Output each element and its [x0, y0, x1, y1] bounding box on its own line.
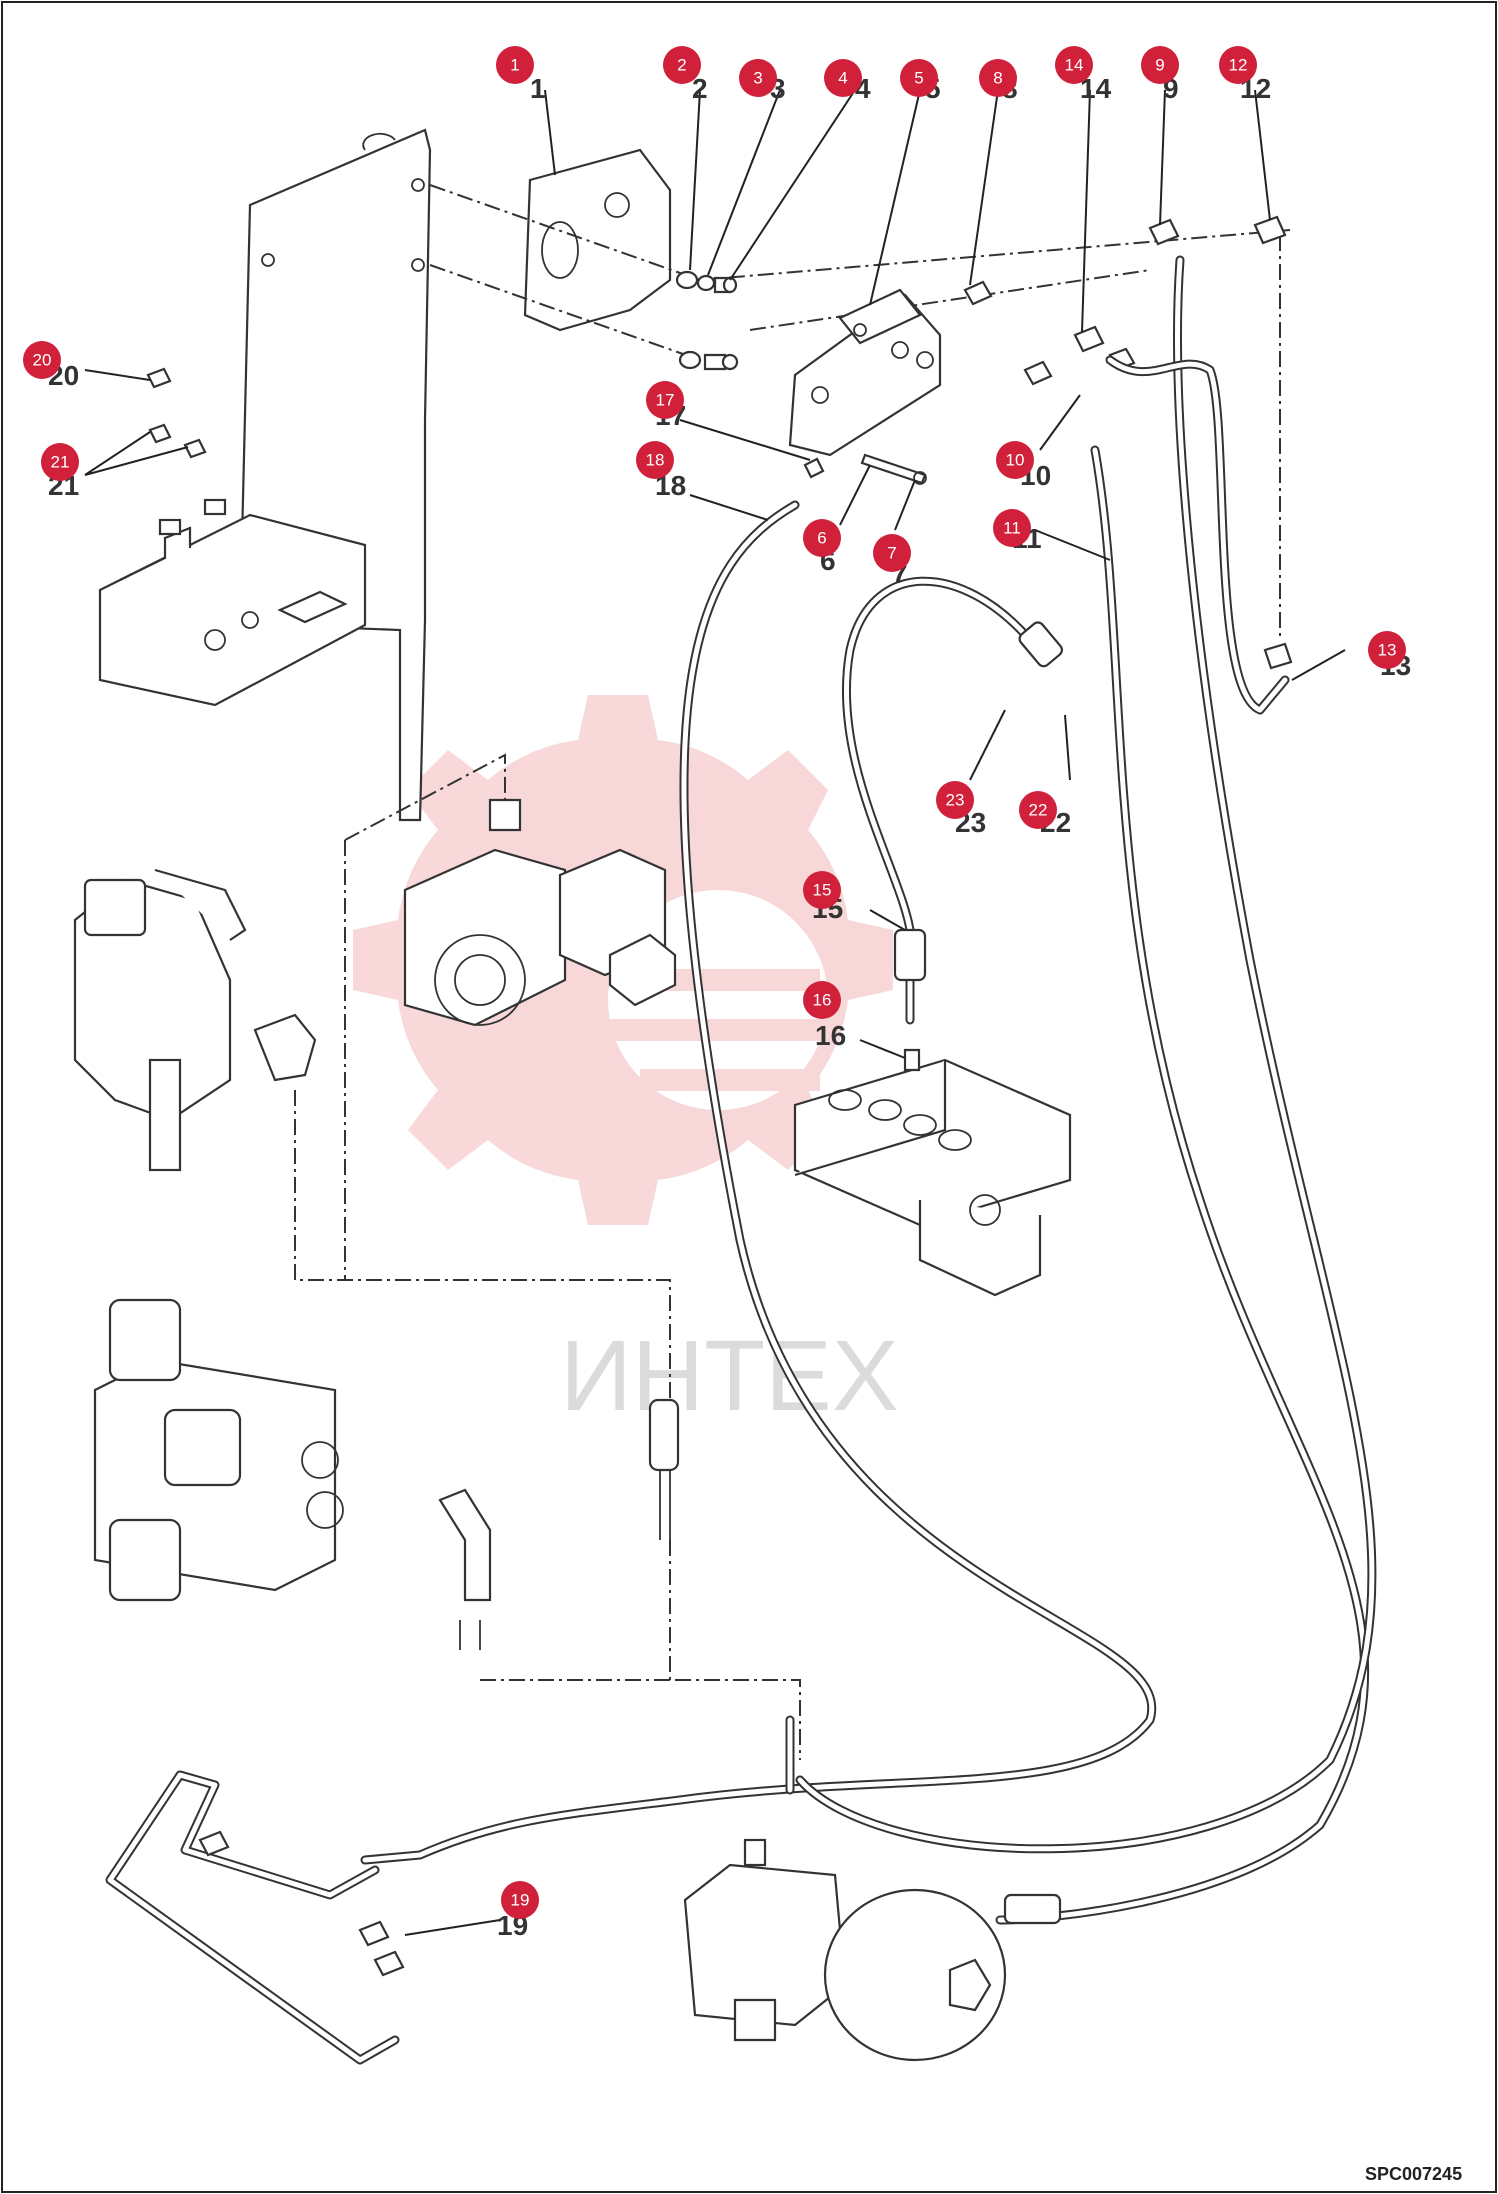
- callout-badge-circle[interactable]: [996, 441, 1034, 479]
- callout-badge-circle[interactable]: [979, 59, 1017, 97]
- callout-badge[interactable]: 15: [803, 871, 841, 909]
- callout-badge-circle[interactable]: [496, 46, 534, 84]
- callout-badge-circle[interactable]: [900, 59, 938, 97]
- accumulator: [683, 1838, 1007, 2062]
- callout-badge-number[interactable]: 13: [1378, 641, 1397, 660]
- callout-badge-circle[interactable]: [1019, 791, 1057, 829]
- inline-filter: [648, 1398, 680, 1540]
- callout-badge[interactable]: 1: [496, 46, 534, 84]
- callout-badge-circle[interactable]: [1219, 46, 1257, 84]
- callout-badge[interactable]: 11: [993, 509, 1031, 547]
- callout-badge[interactable]: 21: [41, 443, 79, 481]
- callout-badge[interactable]: 14: [1055, 46, 1093, 84]
- callout-badge-number[interactable]: 19: [511, 1891, 530, 1910]
- hydraulic-pump: [344, 753, 677, 1280]
- callout-badge-number[interactable]: 6: [817, 529, 826, 548]
- callout-badge-circle[interactable]: [23, 341, 61, 379]
- callout-badge-circle[interactable]: [873, 534, 911, 572]
- callout-badge-circle[interactable]: [803, 981, 841, 1019]
- control-valve-bank: [98, 367, 367, 707]
- callout-badge[interactable]: 4: [824, 59, 862, 97]
- manifold-block: [793, 1048, 1072, 1297]
- callout-badge-number[interactable]: 4: [838, 69, 847, 88]
- callout-badge-number[interactable]: 7: [887, 544, 896, 563]
- callout-badge-number[interactable]: 3: [753, 69, 762, 88]
- mounting-bracket: [238, 128, 432, 822]
- callout-badge-number[interactable]: 21: [51, 453, 70, 472]
- callout-badge-circle[interactable]: [739, 59, 777, 97]
- solenoid-valve-lower: [93, 1298, 492, 1650]
- watermark-text: ИНТЕХ: [560, 1320, 899, 1432]
- callout-badge-circle[interactable]: [1055, 46, 1093, 84]
- callout-badge[interactable]: 9: [1141, 46, 1179, 84]
- callout-badge-number[interactable]: 20: [33, 351, 52, 370]
- callout-badge-number[interactable]: 5: [914, 69, 923, 88]
- callout-badge-circle[interactable]: [803, 519, 841, 557]
- callout-badge-number[interactable]: 14: [1065, 56, 1084, 75]
- steel-pipework: [105, 1770, 405, 2065]
- callout-badge-number[interactable]: 18: [646, 451, 665, 470]
- callout-badge[interactable]: 17: [646, 381, 684, 419]
- callout-badge-number[interactable]: 10: [1006, 451, 1025, 470]
- callout-badge-circle[interactable]: [803, 871, 841, 909]
- callout-badge-number[interactable]: 2: [677, 56, 686, 75]
- callout-badge-circle[interactable]: [1368, 631, 1406, 669]
- callout-badge-circle[interactable]: [636, 441, 674, 479]
- callout-badge-number[interactable]: 9: [1155, 56, 1164, 75]
- callout-badge[interactable]: 3: [739, 59, 777, 97]
- callout-badge-number[interactable]: 16: [813, 991, 832, 1010]
- callout-badge[interactable]: 12: [1219, 46, 1257, 84]
- callout-badge-number[interactable]: 15: [813, 881, 832, 900]
- callout-badge[interactable]: 19: [501, 1881, 539, 1919]
- solenoid-valve-upper: [73, 868, 317, 1172]
- callout-badge[interactable]: 20: [23, 341, 61, 379]
- callout-badge-circle[interactable]: [41, 443, 79, 481]
- callout-badge-circle[interactable]: [936, 781, 974, 819]
- callout-badge-circle[interactable]: [824, 59, 862, 97]
- callout-badge[interactable]: 23: [936, 781, 974, 819]
- callout-badge[interactable]: 6: [803, 519, 841, 557]
- leader-lines: [84, 89, 1346, 1936]
- callout-badge[interactable]: 16: [803, 981, 841, 1019]
- hoses: [360, 255, 1377, 1925]
- part-number-label: 2: [692, 73, 708, 104]
- valve-plate: [523, 148, 672, 332]
- callout-badge-number[interactable]: 12: [1229, 56, 1248, 75]
- callout-badge[interactable]: 10: [996, 441, 1034, 479]
- part-number-label: 16: [815, 1020, 846, 1051]
- callout-badge-number[interactable]: 11: [1003, 519, 1021, 538]
- callout-badge[interactable]: 5: [900, 59, 938, 97]
- pin: [860, 453, 927, 485]
- callout-badge-number[interactable]: 23: [946, 791, 965, 810]
- bolt-set: [675, 270, 739, 371]
- valve-block: [788, 288, 942, 457]
- callout-badge[interactable]: 7: [873, 534, 911, 572]
- callout-badge-number[interactable]: 8: [993, 69, 1002, 88]
- callout-badge-number[interactable]: 22: [1029, 801, 1048, 820]
- callout-badge-number[interactable]: 1: [510, 56, 519, 75]
- callout-badge[interactable]: 2: [663, 46, 701, 84]
- callout-badge[interactable]: 18: [636, 441, 674, 479]
- callout-badge-circle[interactable]: [501, 1881, 539, 1919]
- callouts: 1122334455667788991010111112121313141415…: [23, 46, 1411, 1941]
- callout-badge-number[interactable]: 17: [656, 391, 675, 410]
- callout-badge[interactable]: 22: [1019, 791, 1057, 829]
- callout-badge-circle[interactable]: [993, 509, 1031, 547]
- part-number-label: 1: [530, 73, 546, 104]
- callout-badge-circle[interactable]: [646, 381, 684, 419]
- callout-badge[interactable]: 8: [979, 59, 1017, 97]
- drawing-code: SPC007245: [1365, 2164, 1462, 2184]
- callout-badge-circle[interactable]: [1141, 46, 1179, 84]
- callout-badge[interactable]: 13: [1368, 631, 1406, 669]
- callout-badge-circle[interactable]: [663, 46, 701, 84]
